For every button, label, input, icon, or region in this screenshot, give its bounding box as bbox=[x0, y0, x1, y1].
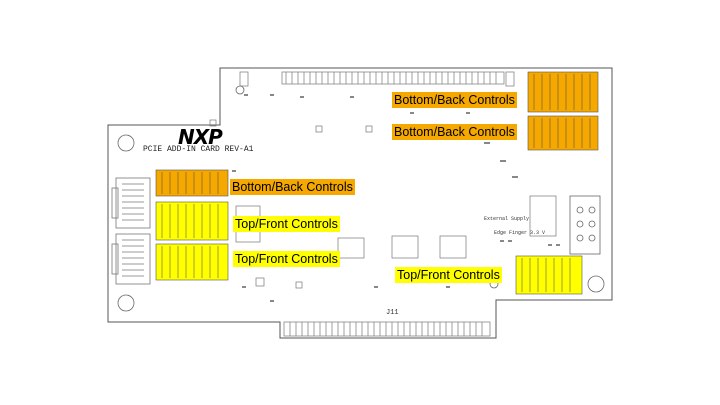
left-connectors bbox=[111, 177, 151, 285]
component-marks bbox=[232, 94, 560, 302]
callout-top-front-controls-right: Top/Front Controls bbox=[395, 267, 502, 283]
edge-finger-label: Edge Finger 3.3 V bbox=[494, 230, 546, 236]
right-bottom-switch-bank bbox=[515, 255, 583, 295]
left-switch-banks bbox=[155, 169, 229, 281]
callout-top-front-controls-left-2: Top/Front Controls bbox=[233, 251, 340, 267]
card-label: PCIE ADD-IN CARD REV-A1 bbox=[143, 145, 254, 154]
nxp-logo: NXP bbox=[178, 125, 223, 149]
mounting-holes bbox=[117, 85, 605, 312]
edge-connector bbox=[283, 321, 491, 337]
callout-bottom-back-controls-left: Bottom/Back Controls bbox=[230, 179, 355, 195]
callout-bottom-back-controls-top-1: Bottom/Back Controls bbox=[392, 92, 517, 108]
external-supply-label: External Supply bbox=[484, 216, 530, 222]
edge-connector-label: J11 bbox=[386, 309, 399, 317]
power-connector bbox=[569, 195, 601, 255]
callout-top-front-controls-left-1: Top/Front Controls bbox=[233, 216, 340, 232]
top-connector bbox=[239, 71, 515, 87]
callout-bottom-back-controls-top-2: Bottom/Back Controls bbox=[392, 124, 517, 140]
right-top-switch-banks bbox=[527, 71, 599, 151]
